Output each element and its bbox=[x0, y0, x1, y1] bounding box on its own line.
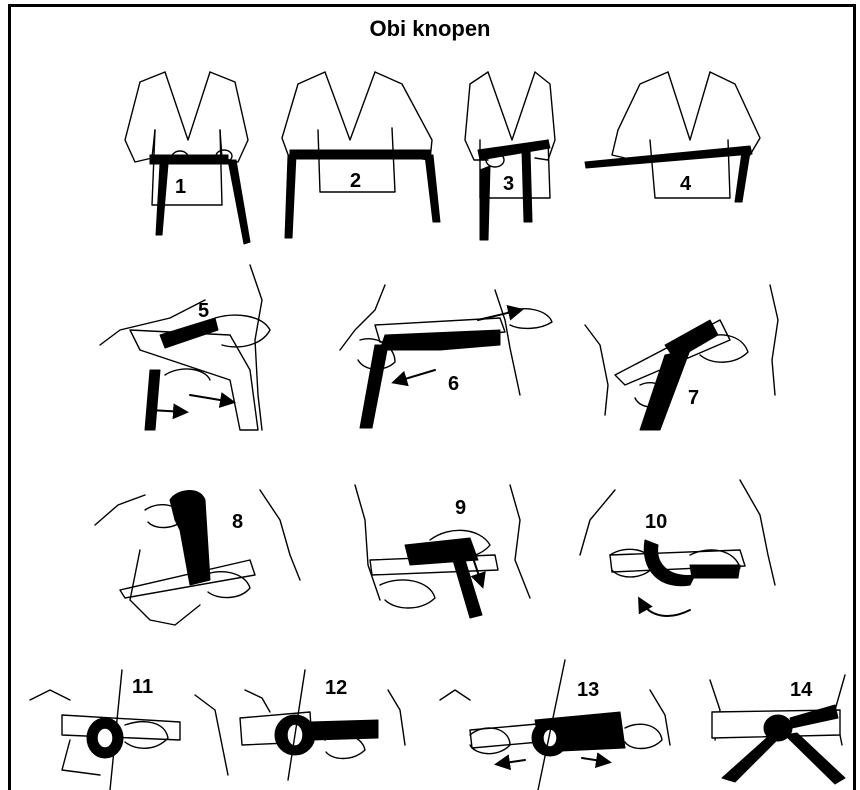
step-7-number: 7 bbox=[688, 387, 699, 409]
step-7-figure: 7 bbox=[585, 285, 778, 430]
step-4-figure: 4 bbox=[585, 72, 760, 202]
step-14-figure: 14 bbox=[710, 675, 845, 784]
step-13-figure: 13 bbox=[440, 660, 670, 790]
step-11-figure: 11 bbox=[30, 670, 228, 790]
step-11-number: 11 bbox=[132, 676, 153, 698]
step-8-number: 8 bbox=[232, 511, 243, 533]
step-1-number: 1 bbox=[175, 176, 186, 198]
step-12-figure: 12 bbox=[240, 670, 405, 780]
step-10-figure: 10 bbox=[580, 480, 775, 616]
step-9-figure: 9 bbox=[355, 485, 530, 618]
step-2-number: 2 bbox=[350, 170, 361, 192]
step-2-figure: 2 bbox=[282, 72, 440, 238]
step-13-number: 13 bbox=[577, 679, 599, 701]
step-10-number: 10 bbox=[645, 511, 667, 533]
step-3-figure: 3 bbox=[465, 72, 555, 240]
step-5-figure: 5 bbox=[100, 265, 270, 430]
step-6-figure: 6 bbox=[340, 285, 552, 428]
step-12-number: 12 bbox=[325, 677, 347, 699]
step-9-number: 9 bbox=[455, 497, 466, 519]
step-6-number: 6 bbox=[448, 373, 459, 395]
step-4-number: 4 bbox=[680, 173, 692, 195]
step-14-number: 14 bbox=[790, 679, 813, 701]
step-1-figure: 1 bbox=[125, 72, 250, 244]
step-8-figure: 8 bbox=[95, 490, 300, 625]
step-3-number: 3 bbox=[503, 173, 514, 195]
step-5-number: 5 bbox=[198, 300, 209, 322]
